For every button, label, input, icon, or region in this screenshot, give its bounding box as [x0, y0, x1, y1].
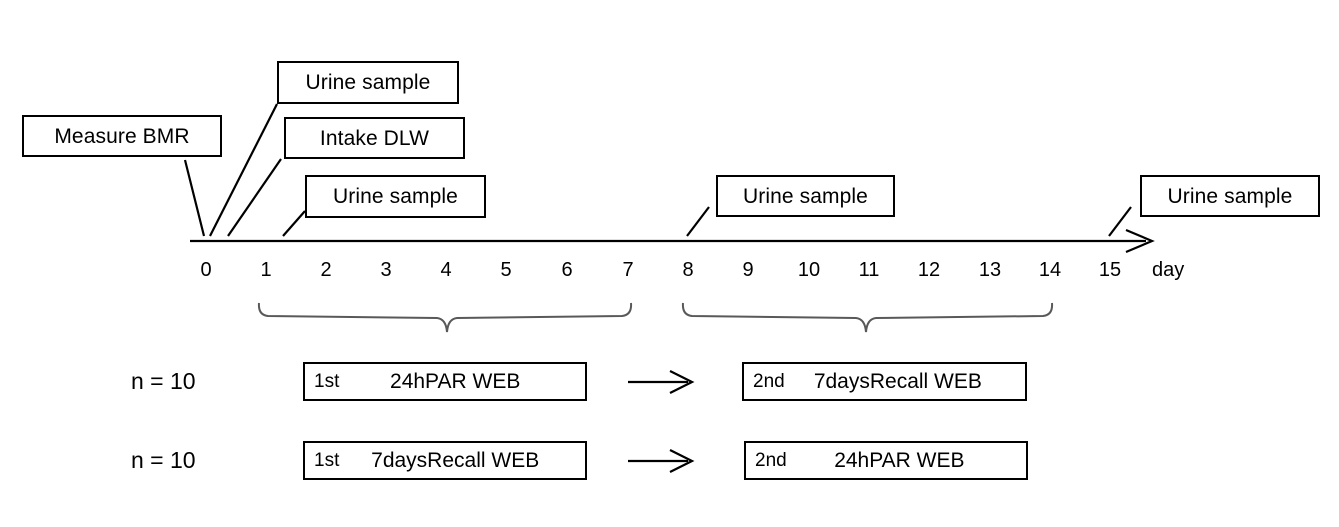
brace-week1 — [257, 302, 633, 333]
event-box-urine-sample-day15: Urine sample — [1140, 175, 1320, 217]
event-box-label: Intake DLW — [319, 126, 430, 150]
arm-1-sample-size: n = 10 — [131, 368, 196, 394]
event-box-urine-sample-day8: Urine sample — [716, 175, 895, 217]
arm-1-second-method: 7daysRecall WEB — [813, 370, 982, 393]
day-tick-3: 3 — [380, 259, 392, 281]
event-box-label: Urine sample — [1167, 184, 1293, 208]
leader-line-measure-bmr — [183, 159, 206, 237]
arm-2-second-order: 2nd — [755, 450, 787, 471]
arm-1-first-order: 1st — [314, 371, 340, 392]
timeline-axis — [190, 228, 1155, 254]
event-box-label: Measure BMR — [54, 124, 190, 148]
day-tick-1: 1 — [260, 259, 272, 281]
leader-line-urine-day15 — [1108, 206, 1132, 237]
event-box-urine-sample-day0: Urine sample — [277, 61, 459, 104]
day-tick-2: 2 — [320, 259, 332, 281]
day-tick-8: 8 — [682, 259, 694, 281]
arm-1-first-method: 24hPAR WEB — [390, 370, 521, 393]
day-tick-7: 7 — [622, 259, 634, 281]
arm-connector-arrow-1 — [628, 370, 695, 394]
leader-line-urine-day1 — [282, 210, 306, 237]
arm-connector-arrow-2 — [628, 449, 695, 473]
arm-1-first-method-box: 1st 24hPAR WEB — [303, 362, 587, 401]
arm-1-second-order: 2nd — [753, 371, 785, 392]
arm-1-second-method-box: 2nd 7daysRecall WEB — [742, 362, 1027, 401]
day-tick-6: 6 — [561, 259, 573, 281]
day-tick-0: 0 — [200, 259, 212, 281]
axis-unit-label: day — [1152, 259, 1185, 281]
day-tick-10: 10 — [797, 259, 821, 281]
day-tick-9: 9 — [742, 259, 754, 281]
day-tick-15: 15 — [1098, 259, 1122, 281]
arm-2-first-method: 7daysRecall WEB — [371, 449, 540, 472]
arm-2-first-order: 1st — [314, 450, 340, 471]
arm-2-second-method-box: 2nd 24hPAR WEB — [744, 441, 1028, 480]
event-box-intake-dlw: Intake DLW — [284, 117, 465, 159]
day-tick-14: 14 — [1038, 259, 1062, 281]
event-box-label: Urine sample — [305, 71, 431, 94]
arm-2-second-method: 24hPAR WEB — [834, 449, 965, 472]
day-tick-13: 13 — [978, 259, 1002, 281]
leader-line-urine-day8 — [686, 206, 710, 237]
day-tick-12: 12 — [917, 259, 941, 281]
day-tick-5: 5 — [500, 259, 512, 281]
event-box-label: Urine sample — [743, 184, 868, 208]
brace-week2 — [681, 302, 1054, 333]
event-box-label: Urine sample — [333, 185, 458, 208]
day-tick-4: 4 — [440, 259, 452, 281]
arm-2-sample-size: n = 10 — [131, 447, 196, 473]
arm-2-first-method-box: 1st 7daysRecall WEB — [303, 441, 587, 480]
event-box-measure-bmr: Measure BMR — [22, 115, 222, 157]
event-box-urine-sample-day1: Urine sample — [305, 175, 486, 218]
leader-line-intake-dlw — [227, 158, 282, 237]
day-tick-11: 11 — [858, 259, 880, 281]
